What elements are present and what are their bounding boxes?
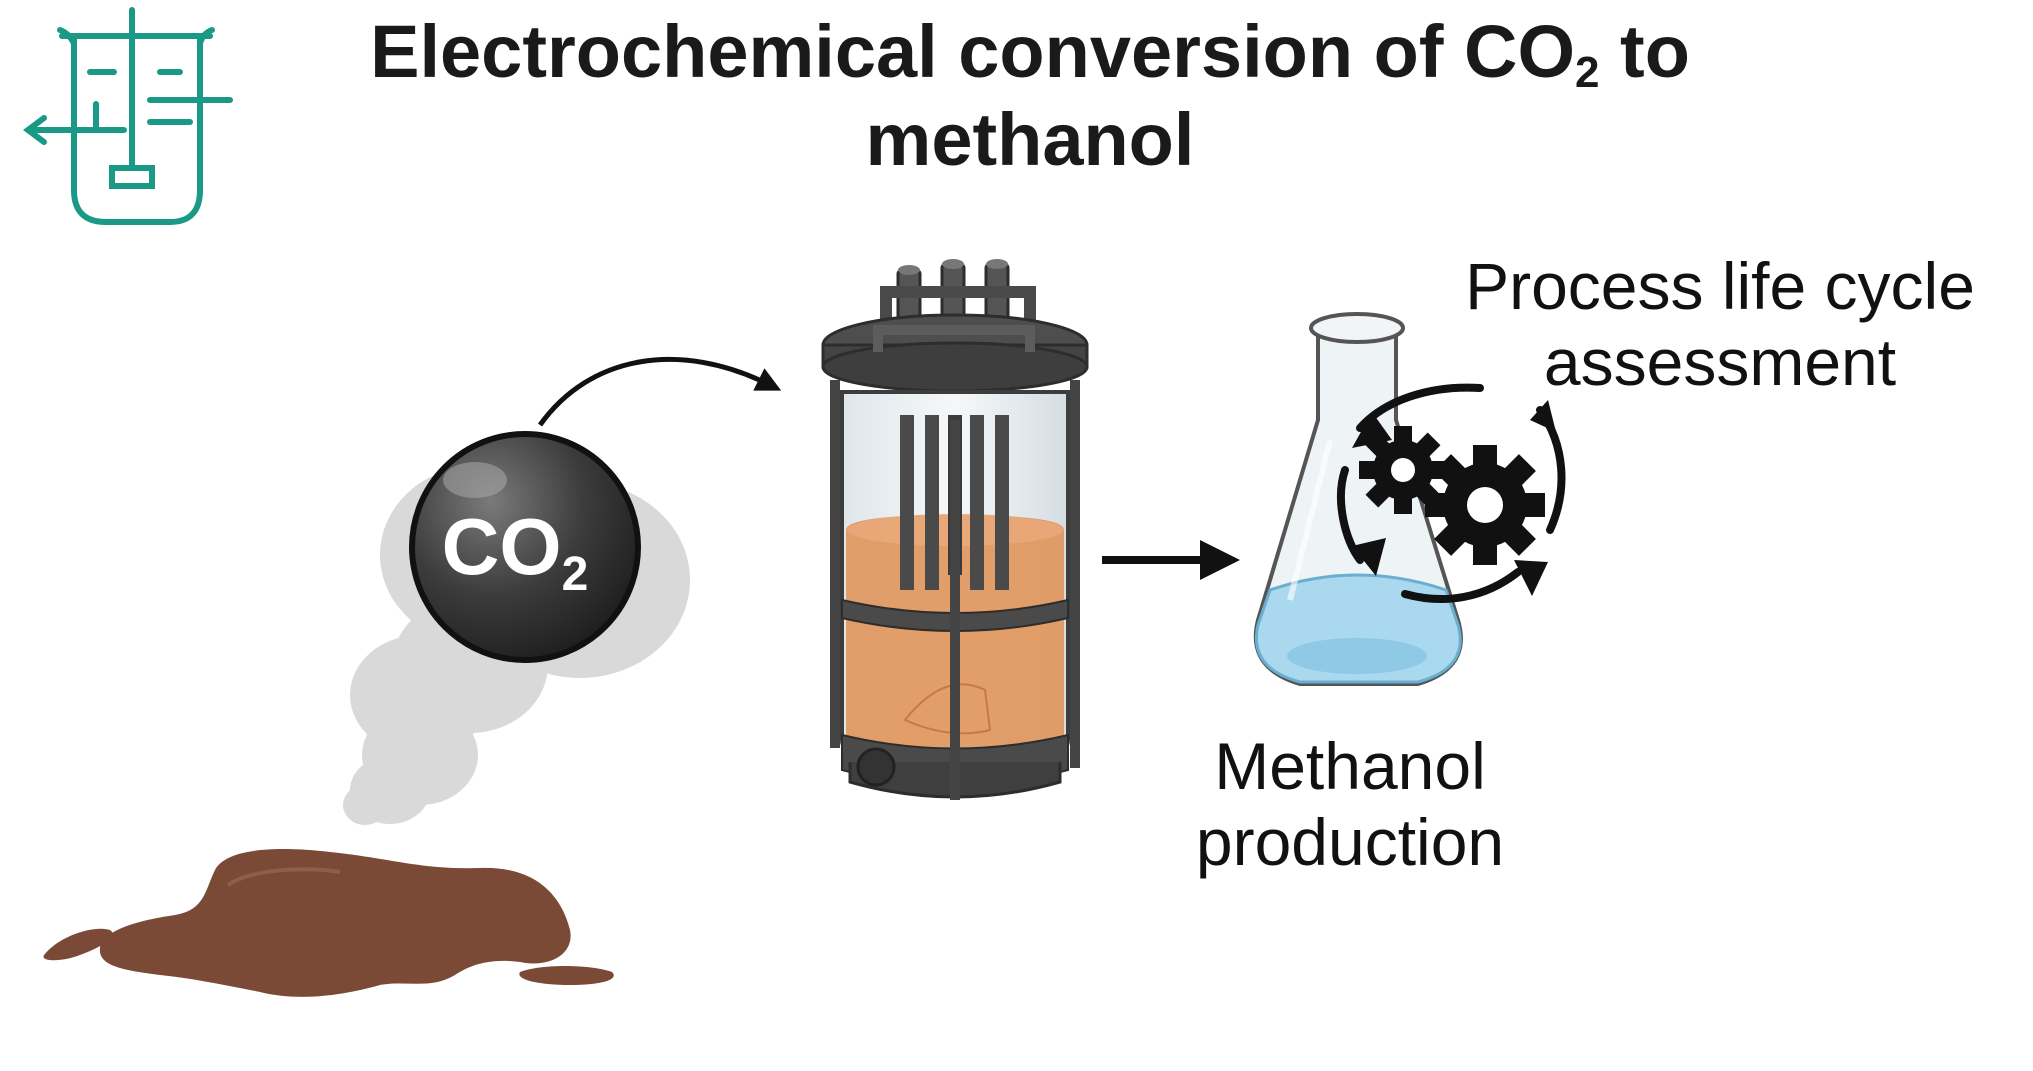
- lca-line2: assessment: [1543, 325, 1897, 399]
- lca-line1: Process life cycle: [1465, 249, 1975, 323]
- methanol-line2: production: [1195, 805, 1505, 879]
- co2-molecule: CO2: [409, 431, 641, 663]
- methanol-line1: Methanol: [1214, 729, 1486, 803]
- electrochemical-reactor: [821, 259, 1089, 800]
- methanol-label: Methanol production: [1150, 728, 1550, 880]
- title-line1-post: to: [1599, 10, 1690, 93]
- page-title: Electrochemical conversion of CO2 to met…: [300, 8, 1760, 184]
- lca-label: Process life cycle assessment: [1440, 248, 2000, 400]
- title-subscript: 2: [1575, 48, 1600, 97]
- title-line1-pre: Electrochemical conversion of CO: [370, 10, 1576, 93]
- co2-label: CO2: [442, 502, 589, 601]
- bioreactor-icon: [23, 7, 233, 225]
- oil-spill: [43, 849, 614, 997]
- curved-arrow: [537, 357, 782, 427]
- gears-cycle-icon: [1336, 383, 1566, 603]
- title-line2: methanol: [865, 98, 1195, 181]
